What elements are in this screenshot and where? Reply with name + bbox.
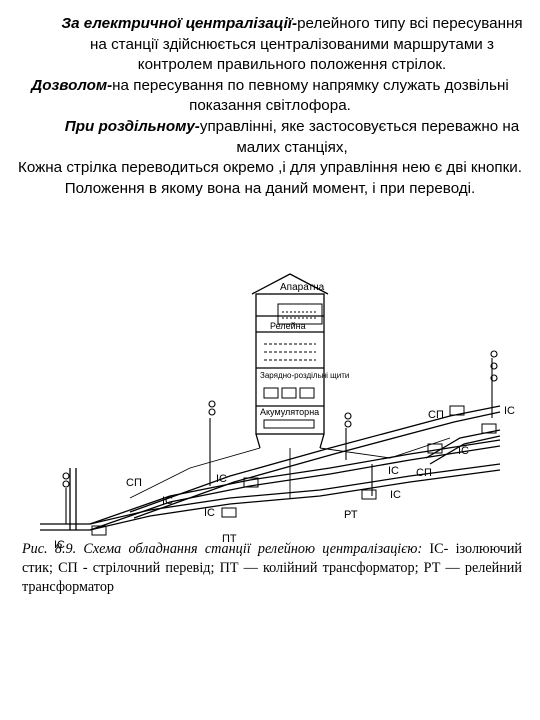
paragraph-3-lead: При роздільному- <box>64 117 200 135</box>
paragraph-3-text: управлінні, яке застосовується переважно… <box>199 117 520 156</box>
label-sp-mid-right: СП <box>416 467 432 479</box>
paragraph-2-lead: Дозволом- <box>31 76 113 94</box>
paragraph-4: Кожна стрілка переводиться окремо ,і для… <box>14 158 526 199</box>
station-scheme-figure: Апаратна Релейна Зарядно-роздільні щити … <box>40 273 515 551</box>
paragraph-2: Дозволом-на пересування по певному напря… <box>14 76 526 117</box>
equipment <box>91 405 497 536</box>
paragraph-4-text: Кожна стрілка переводиться окремо ,і для… <box>18 159 522 197</box>
caption-title: Рис. 8.9. Схема обладнання станції релей… <box>22 541 423 557</box>
label-ic-center-2: ІС <box>204 507 215 519</box>
tracks <box>40 405 501 531</box>
caption-body: ІС- ізолюючий стик; СП - стрілочний пере… <box>22 541 523 595</box>
label-relay: Релейна <box>270 321 306 331</box>
label-ic-center-1: ІС <box>162 495 173 507</box>
paragraph-1: За електричної централізації-релейного т… <box>14 14 526 76</box>
figure-caption: Рис. 8.9. Схема обладнання станції релей… <box>22 540 522 597</box>
label-ic-right-top: ІС <box>504 405 515 417</box>
label-apparatus: Апаратна <box>280 282 325 293</box>
label-charging: Зарядно-роздільні щити <box>260 371 349 380</box>
signals <box>62 350 498 524</box>
label-ic-right-lower: ІС <box>388 465 399 477</box>
label-ic-mid-right: ІС <box>390 489 401 501</box>
control-building <box>251 273 329 449</box>
label-ic-right-mid: ІС <box>458 445 469 457</box>
label-battery: Акумуляторна <box>260 407 319 417</box>
paragraph-3: При роздільному-управлінні, яке застосов… <box>14 117 526 158</box>
label-pt: ПТ <box>222 533 237 545</box>
cables <box>129 437 451 499</box>
label-ic-center-3: ІС <box>216 473 227 485</box>
label-rt: РТ <box>344 509 358 521</box>
label-ic-left-bottom: ІС <box>54 539 65 551</box>
text-block: За електричної централізації-релейного т… <box>14 14 526 199</box>
paragraph-2-text: на пересування по певному напрямку служа… <box>112 76 509 115</box>
paragraph-1-lead: За електричної централізації- <box>61 15 298 32</box>
paragraph-1-text: релейного типу всі пересування на станці… <box>90 15 523 74</box>
label-sp-left: СП <box>126 477 142 489</box>
label-sp-right-top: СП <box>428 409 444 421</box>
